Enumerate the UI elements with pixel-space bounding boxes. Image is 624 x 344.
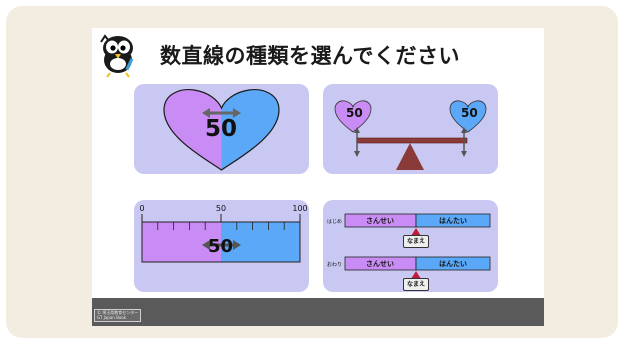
option-opinion-bars[interactable]: はじめ さんせい はんたい なまえ おわり さんせい はんたい なまえ — [323, 200, 498, 292]
row1-agree-label: さんせい — [366, 217, 394, 225]
heart-graphic — [163, 89, 280, 171]
row-label-start: はじめ — [327, 219, 343, 225]
seesaw-left-value: 50 — [346, 106, 363, 120]
row2-name-tag[interactable]: なまえ — [403, 278, 429, 291]
copyright-note: © 埼玉県教育センター GT Japan Book — [94, 309, 142, 322]
option-seesaw-numberline[interactable]: 50 50 — [323, 84, 498, 174]
mascot-icon — [100, 34, 134, 78]
row2-agree-label: さんせい — [366, 260, 394, 268]
row1-disagree-label: はんたい — [439, 217, 467, 225]
ruler-graphic — [141, 214, 301, 263]
slide: 数直線の種類を選んでください 50 — [92, 28, 544, 326]
seesaw-graphic — [334, 100, 487, 170]
row-label-end: おわり — [327, 262, 343, 268]
option-ruler-numberline[interactable]: 0 50 100 50 — [134, 200, 309, 292]
ruler-tick-100: 100 — [292, 204, 308, 213]
opinion-bars-graphic — [344, 213, 491, 279]
seesaw-right-value: 50 — [461, 106, 478, 120]
page-title: 数直線の種類を選んでください — [160, 44, 460, 68]
slide-footer — [92, 298, 544, 326]
option-heart-numberline[interactable]: 50 — [134, 84, 309, 174]
copyright-line-1: © 埼玉県教育センター — [97, 310, 139, 315]
copyright-line-2: GT Japan Book — [97, 314, 127, 320]
heart-value: 50 — [205, 116, 238, 142]
row2-disagree-label: はんたい — [439, 260, 467, 268]
ruler-tick-50: 50 — [215, 204, 227, 213]
ruler-value: 50 — [208, 236, 234, 257]
row1-name-tag[interactable]: なまえ — [403, 235, 429, 248]
ruler-tick-0: 0 — [139, 204, 145, 213]
